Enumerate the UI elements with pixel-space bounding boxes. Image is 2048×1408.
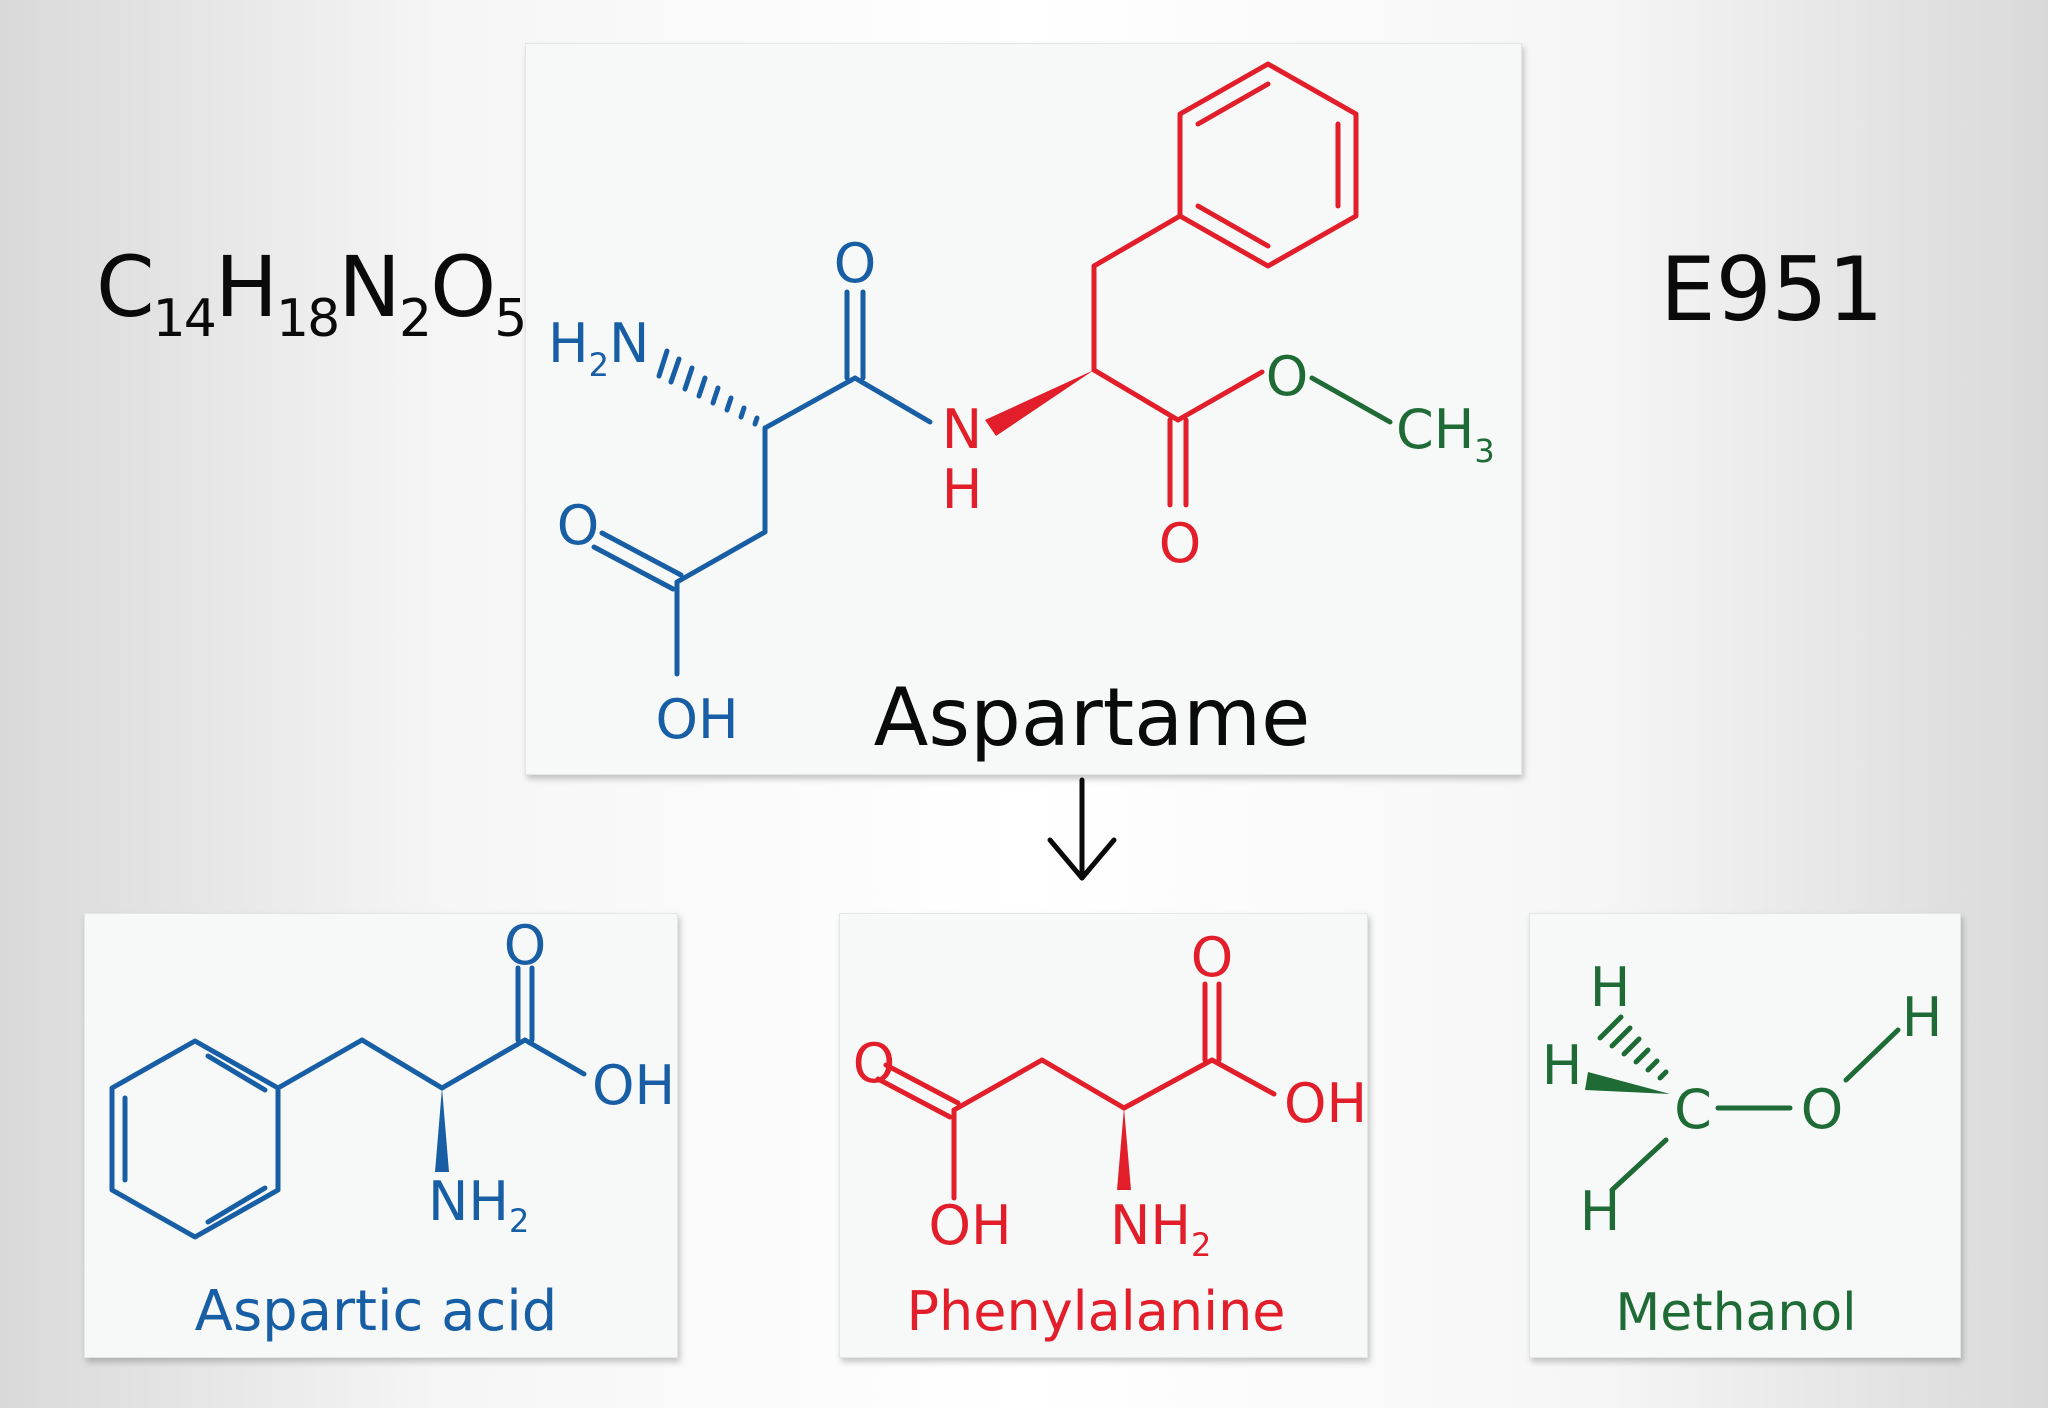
atom-o-ester-carbonyl: O	[1159, 512, 1202, 575]
bond-ch2-phenyl	[1091, 213, 1183, 269]
phenylalanine-card	[839, 913, 1368, 1358]
aspartic-acid-atoms: O OH NH2	[428, 914, 675, 1240]
bond-ring-ch2	[275, 1037, 365, 1091]
atom-h-left: H	[1542, 1034, 1583, 1097]
bond-ch2-cooh	[674, 529, 768, 585]
aspartic-acid-bonds	[109, 965, 587, 1240]
atom-o-acid: O	[557, 494, 600, 557]
atom-nh2: NH2	[1110, 1194, 1211, 1264]
aspartame-name: Aspartame	[874, 671, 1311, 764]
atom-oh-acid: OH	[655, 688, 738, 751]
bond-c-oh	[522, 1037, 587, 1077]
atom-o-amide: O	[834, 232, 877, 295]
bond-acid-double-b	[591, 544, 676, 592]
atom-o: O	[1801, 1078, 1844, 1141]
methanol-bonds	[1585, 1014, 1901, 1193]
bond-ch2-ca	[1039, 1057, 1127, 1111]
atom-o-left: O	[853, 1032, 896, 1095]
molecular-formula: C14H18N2O5	[96, 238, 527, 349]
bond-ester-o	[1175, 369, 1265, 423]
wedge-ca-nh2	[435, 1088, 449, 1172]
bond-carbonyl-nh	[852, 375, 933, 425]
phenylalanine-atoms: O OH O OH NH2	[853, 926, 1367, 1264]
hashed-wedge-nh2	[656, 348, 760, 427]
bond-ch2-ca	[359, 1037, 445, 1091]
bond-cooh-ch2	[951, 1057, 1045, 1113]
phenyl-ring-left	[109, 1038, 281, 1240]
atom-o: O	[504, 914, 547, 977]
wedge-ca-nh2	[1117, 1108, 1131, 1190]
atom-n-amide: N	[942, 398, 982, 461]
wedge-c-h-left	[1585, 1072, 1670, 1094]
bond-ca-cooh	[1121, 1057, 1215, 1111]
aspartic-acid-card	[84, 913, 678, 1358]
bond-ca-carbonyl	[762, 375, 858, 431]
atom-oh: OH	[592, 1054, 675, 1117]
bond-acid-double-a	[599, 530, 684, 578]
atom-o-top: O	[1191, 926, 1234, 989]
atom-o-ester: O	[1266, 345, 1309, 408]
e-number-code: E951	[1660, 238, 1884, 341]
bond-c-oh-right	[1209, 1057, 1277, 1097]
bond-ca-cooh	[439, 1037, 528, 1091]
atom-h-right: H	[1902, 986, 1943, 1049]
bond-co-left-double-a	[883, 1062, 961, 1106]
atom-h2n: H2N	[548, 312, 649, 384]
aspartic-acid-name: Aspartic acid	[195, 1279, 558, 1344]
hashed-wedge-c-h-top	[1597, 1014, 1669, 1081]
bond-c-h-bottom	[1609, 1137, 1669, 1193]
atom-c: C	[1674, 1078, 1712, 1141]
atom-oh-right: OH	[1284, 1072, 1367, 1135]
atom-ch3: CH3	[1396, 398, 1495, 470]
bond-o-ch3	[1309, 375, 1393, 425]
atom-h-top: H	[1590, 956, 1631, 1019]
phenyl-ring-main	[1177, 61, 1359, 269]
aspartame-atoms: H2N O N H O CH3 O O OH	[548, 232, 1495, 751]
aspartame-bonds	[591, 61, 1393, 677]
methanol-atoms: H H H C O H	[1542, 956, 1943, 1243]
bond-calpha-ester	[1091, 367, 1181, 423]
bond-co-left-double-b	[875, 1076, 953, 1120]
bond-o-h	[1843, 1027, 1901, 1083]
arrow-down-icon	[1047, 777, 1117, 881]
methanol-name: Methanol	[1615, 1283, 1856, 1343]
atom-oh-left: OH	[928, 1194, 1011, 1257]
atom-nh2: NH2	[428, 1170, 529, 1240]
atom-h-bottom: H	[1580, 1180, 1621, 1243]
wedge-nh-calpha	[985, 370, 1094, 436]
atom-h-amide: H	[942, 458, 983, 521]
phenylalanine-name: Phenylalanine	[906, 1280, 1285, 1343]
methanol-card	[1529, 913, 1961, 1358]
phenylalanine-bonds	[875, 981, 1277, 1201]
